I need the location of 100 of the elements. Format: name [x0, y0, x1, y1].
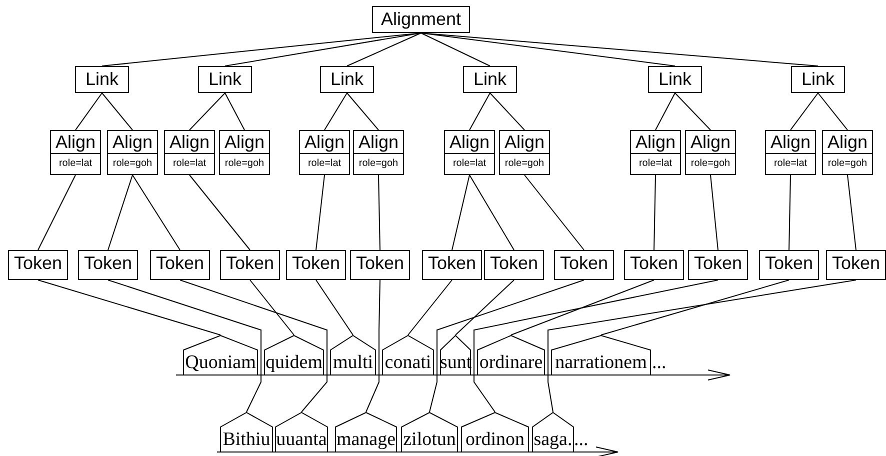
- connector-line: [474, 280, 718, 412]
- element-name: Align: [631, 131, 680, 154]
- connector-line: [366, 280, 380, 412]
- node-box: Token: [484, 250, 544, 280]
- attribute-text: role=goh: [826, 157, 868, 171]
- connector-line: [324, 92, 348, 130]
- connector-line: [316, 174, 325, 250]
- connector-line: [224, 32, 422, 66]
- node-box: Link: [463, 66, 517, 93]
- element-name: Align: [108, 131, 157, 154]
- node-box: Token: [350, 250, 410, 280]
- attribute-text: role=goh: [112, 157, 154, 171]
- node-box: Link: [648, 66, 702, 93]
- attribute-text: role=lat: [452, 157, 488, 171]
- connector-line: [455, 280, 514, 336]
- connector-line: [102, 92, 133, 130]
- node-box: Token: [624, 250, 684, 280]
- connector-line: [408, 280, 452, 336]
- attribute-box: [444, 130, 495, 175]
- node-box: Token: [150, 250, 210, 280]
- connector-line: [189, 174, 250, 250]
- node-box: Token: [554, 250, 614, 280]
- element-name: Align: [823, 131, 872, 154]
- word-text: narrationem: [554, 352, 648, 374]
- connector-line: [469, 92, 490, 130]
- connector-line: [420, 32, 676, 66]
- attribute-box: [299, 130, 350, 175]
- attribute-box: [164, 130, 215, 175]
- attribute-text: role=lat: [306, 157, 342, 171]
- attribute-text: role=goh: [690, 157, 732, 171]
- element-name: Align: [165, 131, 214, 154]
- element-name: Align: [766, 131, 815, 154]
- connector-line: [655, 92, 676, 130]
- connector-line: [452, 174, 470, 250]
- connector-line: [790, 92, 818, 130]
- connector-line: [420, 32, 818, 66]
- word-text: saga.: [532, 429, 574, 451]
- connector-line: [600, 280, 790, 336]
- attribute-box: [50, 130, 101, 175]
- connector-line: [524, 174, 584, 250]
- node-box: Token: [286, 250, 346, 280]
- connector-line: [510, 280, 654, 336]
- node-box: Token: [78, 250, 138, 280]
- word-text: ordinon: [464, 429, 526, 451]
- connector-line: [469, 174, 514, 250]
- node-box: Token: [422, 250, 482, 280]
- node-box: Token: [220, 250, 280, 280]
- node-box: Token: [759, 250, 819, 280]
- connector-line: [108, 174, 133, 250]
- connector-line: [75, 92, 102, 130]
- attribute-box: [219, 130, 270, 175]
- element-name: Align: [686, 131, 735, 154]
- connector-line: [224, 92, 245, 130]
- word-text: quidem: [264, 352, 324, 374]
- attribute-box: [765, 130, 816, 175]
- element-name: Align: [220, 131, 269, 154]
- attribute-box: [353, 130, 404, 175]
- node-box: Link: [198, 66, 252, 93]
- element-name: Align: [300, 131, 349, 154]
- connector-line: [429, 280, 584, 412]
- connector-line: [250, 280, 294, 336]
- connector-line: [490, 92, 525, 130]
- node-box: Token: [826, 250, 886, 280]
- attribute-text: role=lat: [638, 157, 674, 171]
- attribute-box: [630, 130, 681, 175]
- node-box: Link: [75, 66, 129, 93]
- connector-line: [132, 174, 180, 250]
- connector-line: [674, 92, 711, 130]
- connector-line: [548, 280, 856, 412]
- word-text: zilotun: [402, 429, 457, 451]
- word-text: ordinare: [478, 352, 544, 374]
- connector-line: [847, 174, 856, 250]
- attribute-text: role=goh: [358, 157, 400, 171]
- connector-line: [818, 92, 848, 130]
- element-name: Align: [51, 131, 100, 154]
- connector-line: [38, 280, 221, 336]
- connector-line: [316, 280, 354, 336]
- ellipsis-text: ...: [652, 352, 666, 374]
- ellipsis-text: ...: [574, 429, 588, 451]
- element-name: Align: [500, 131, 549, 154]
- word-text: Quoniam: [184, 352, 257, 374]
- attribute-text: role=lat: [172, 157, 208, 171]
- word-text: Bithiu: [222, 429, 272, 451]
- connector-line: [189, 92, 226, 130]
- node-box: Token: [688, 250, 748, 280]
- attribute-box: [499, 130, 550, 175]
- word-text: conati: [384, 352, 432, 374]
- root-box: Alignment: [372, 6, 470, 33]
- word-text: multi: [332, 352, 374, 374]
- word-text: manage: [335, 429, 397, 451]
- connector-line: [710, 174, 718, 250]
- connector-line: [420, 32, 490, 66]
- attribute-box: [822, 130, 873, 175]
- element-name: Align: [445, 131, 494, 154]
- attribute-text: role=goh: [504, 157, 546, 171]
- word-text: uuanta: [275, 429, 328, 451]
- connector-line: [108, 280, 262, 412]
- connector-line: [38, 174, 76, 250]
- connector-line: [378, 174, 380, 250]
- attribute-text: role=lat: [772, 157, 808, 171]
